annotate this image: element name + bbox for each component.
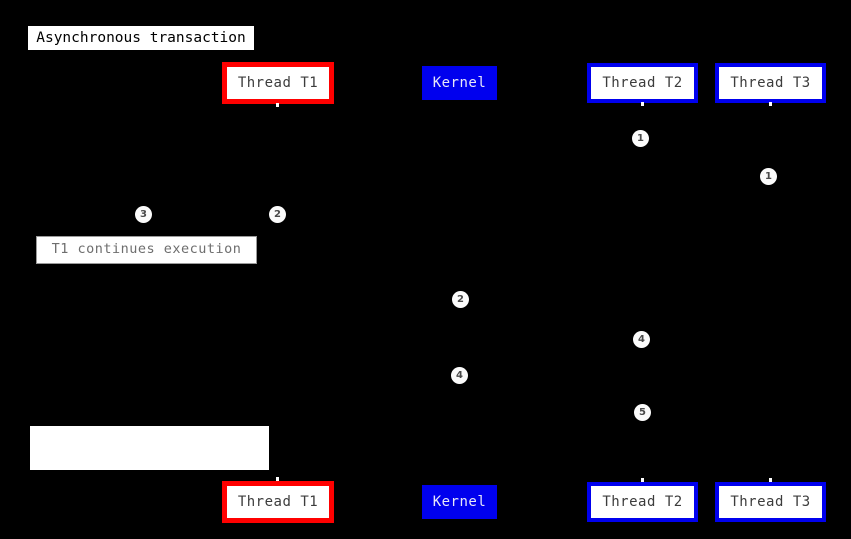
participant-bottom-thread-t1[interactable]: Thread T1 [222, 481, 334, 523]
participant-bottom-thread-t3[interactable]: Thread T3 [715, 482, 826, 522]
step-badge: 4 [633, 331, 650, 348]
step-badge: 3 [135, 206, 152, 223]
participant-bottom-thread-t2[interactable]: Thread T2 [587, 482, 698, 522]
lifeline-tick-t1-top [276, 103, 279, 107]
note-t1-continues-execution: T1 continues execution [36, 236, 257, 264]
lifeline-tick-t3-top [769, 102, 772, 106]
step-badge: 2 [452, 291, 469, 308]
step-badge: 1 [760, 168, 777, 185]
lifeline-tick-t2-top [641, 102, 644, 106]
participant-top-thread-t2[interactable]: Thread T2 [587, 63, 698, 103]
lifeline-tick-t1-bottom [276, 477, 279, 481]
diagram-title-banner: Asynchronous transaction [27, 25, 255, 51]
step-badge: 2 [269, 206, 286, 223]
step-badge: 5 [634, 404, 651, 421]
participant-bottom-kernel[interactable]: Kernel [422, 485, 497, 519]
participant-top-thread-t1[interactable]: Thread T1 [222, 62, 334, 104]
participant-top-kernel[interactable]: Kernel [422, 66, 497, 100]
step-badge: 4 [451, 367, 468, 384]
participant-top-thread-t3[interactable]: Thread T3 [715, 63, 826, 103]
lifeline-tick-t2-bottom [641, 478, 644, 482]
note-blank [30, 426, 269, 470]
lifeline-tick-t3-bottom [769, 478, 772, 482]
step-badge: 1 [632, 130, 649, 147]
